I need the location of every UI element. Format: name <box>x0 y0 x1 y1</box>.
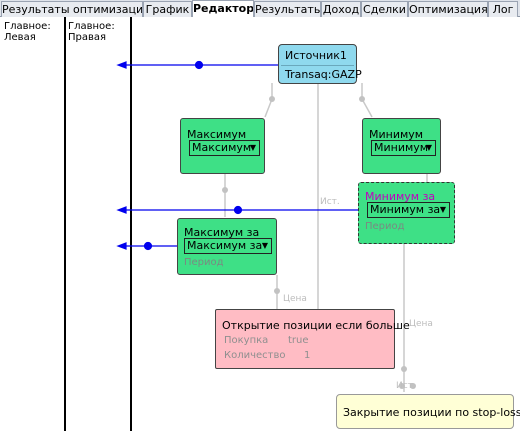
max-node-title: Максимум <box>187 128 247 141</box>
source-node-separator <box>281 65 354 66</box>
open-position-node-title: Открытие позиции если больше <box>222 319 410 332</box>
max-node-dropdown[interactable]: Максимум ▼ <box>189 140 260 156</box>
min-node[interactable]: Минимум Минимум ▼ <box>362 118 441 174</box>
tab-bar: Результаты оптимизации График Редактор Р… <box>0 0 520 18</box>
panel-left-label: Главное: Левая <box>4 21 51 43</box>
connection-wires <box>116 60 428 392</box>
chevron-down-icon: ▼ <box>425 143 432 152</box>
chevron-down-icon: ▼ <box>439 205 446 214</box>
wire-label-source: Ист. <box>320 197 340 207</box>
source-node-title: Источник1 <box>285 49 347 62</box>
tab-chart[interactable]: График <box>143 1 192 17</box>
min-for-node-param: Период <box>365 221 405 232</box>
panel-divider-left[interactable] <box>64 17 66 431</box>
tab-editor[interactable]: Редактор <box>192 0 254 18</box>
tab-trades[interactable]: Сделки <box>361 1 408 17</box>
min-node-dropdown[interactable]: Минимум ▼ <box>371 140 436 156</box>
panel-divider-right[interactable] <box>130 17 132 431</box>
stop-loss-node[interactable]: Закрытие позиции по stop-loss <box>336 394 520 429</box>
stop-loss-node-title: Закрытие позиции по stop-loss <box>343 406 520 419</box>
max-for-node[interactable]: Максимум за Максимум за ▼ Период <box>177 218 277 275</box>
min-for-node-title: Минимум за <box>365 190 436 203</box>
source-node[interactable]: Источник1 Transaq:GAZP <box>278 44 362 84</box>
chevron-down-icon: ▼ <box>249 143 256 152</box>
wire-label-source: Ист. <box>396 381 416 391</box>
max-for-node-param: Период <box>184 257 224 268</box>
wire-label-price: Цена <box>283 294 307 304</box>
tab-log[interactable]: Лог <box>488 1 518 17</box>
max-node[interactable]: Максимум Максимум ▼ <box>180 118 265 174</box>
tab-income[interactable]: Доход <box>321 1 361 17</box>
panel-right-label: Главное: Правая <box>68 21 115 43</box>
wire-label-price: Цена <box>409 319 433 329</box>
min-node-title: Минимум <box>369 128 424 141</box>
editor-canvas[interactable]: Главное: Левая Главное: Правая <box>0 17 520 431</box>
tab-results[interactable]: Результаты <box>254 1 321 17</box>
min-for-node[interactable]: Минимум за Минимум за ▼ Период <box>358 182 455 244</box>
min-for-node-dropdown[interactable]: Минимум за ▼ <box>367 202 450 218</box>
max-for-node-title: Максимум за <box>184 226 260 239</box>
chevron-down-icon: ▼ <box>261 241 268 250</box>
tab-optimization[interactable]: Оптимизация <box>408 1 488 17</box>
source-node-subtitle: Transaq:GAZP <box>285 68 362 81</box>
max-for-node-dropdown[interactable]: Максимум за ▼ <box>184 238 272 254</box>
tab-optimization-results[interactable]: Результаты оптимизации <box>1 1 143 17</box>
